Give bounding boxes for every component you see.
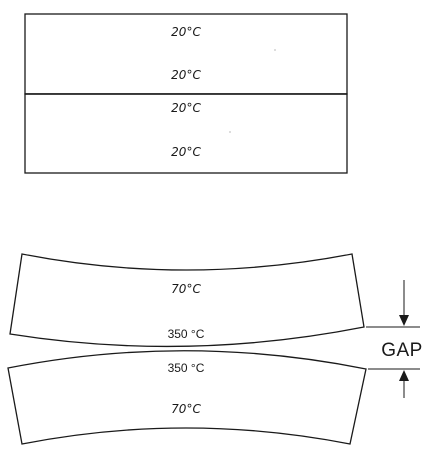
cold-state-assembly: 20°C 20°C 20°C 20°C [24, 13, 348, 174]
cold-upper-bottom-temp: 20°C [171, 68, 201, 82]
heated-upper-inner-temp: 350 °C [168, 327, 205, 341]
heated-lower-outer-temp: 70°C [171, 402, 201, 416]
cold-upper-top-temp: 20°C [171, 25, 201, 39]
gap-label: GAP [381, 340, 423, 361]
heated-state-assembly: 70°C 350 °C 350 °C 70°C [7, 253, 367, 445]
scan-specks [229, 49, 276, 133]
heated-lower-block [7, 350, 367, 445]
gap-arrowhead-up-icon [399, 370, 409, 381]
gap-arrowhead-down-icon [399, 315, 409, 326]
cold-lower-top-temp: 20°C [171, 101, 201, 115]
heated-upper-block [9, 253, 365, 348]
heated-lower-inner-temp: 350 °C [168, 361, 205, 375]
gap-dimension: GAP [366, 280, 423, 398]
heated-upper-outer-temp: 70°C [171, 282, 201, 296]
cold-lower-block [24, 93, 348, 174]
cold-lower-bottom-temp: 20°C [171, 145, 201, 159]
cold-upper-block [24, 13, 348, 95]
